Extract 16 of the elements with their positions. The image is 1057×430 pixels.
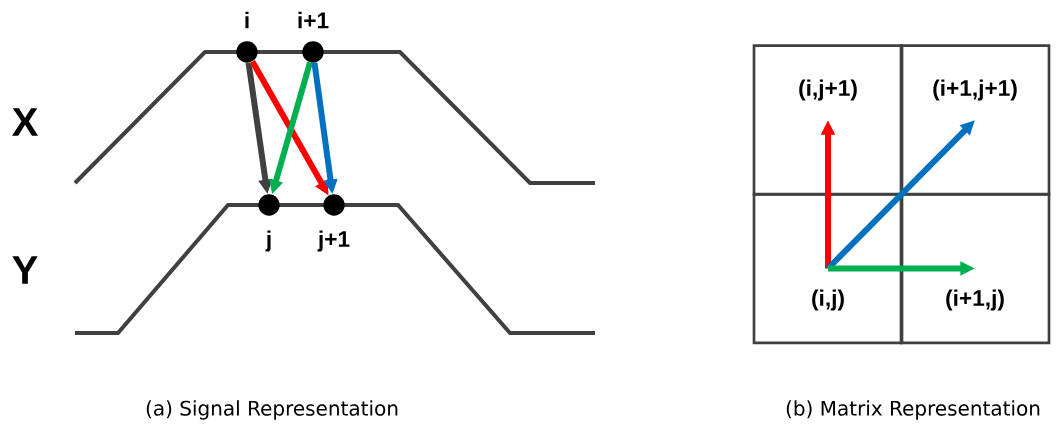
node-label: j+1 (317, 230, 350, 252)
matrix-cell: (i,j+1) (752, 44, 904, 196)
axis-letter: X (12, 108, 38, 136)
node-label: i (245, 11, 249, 29)
sample-point: i (236, 11, 258, 63)
sample-point: i+1 (298, 11, 329, 63)
caption: (b) Matrix Representation (786, 400, 1040, 420)
matrix-cell: (i+1,j) (899, 192, 1051, 345)
axis-letter: Y (12, 256, 38, 284)
matrix-cell: (i+1,j+1) (899, 44, 1051, 196)
sample-point: j (258, 194, 280, 252)
node-label: j (265, 230, 271, 252)
sample-point: j+1 (317, 194, 350, 252)
caption: (a) Signal Representation (146, 400, 398, 420)
matrix-cell: (i,j) (752, 192, 904, 345)
node-label: i+1 (298, 11, 329, 29)
